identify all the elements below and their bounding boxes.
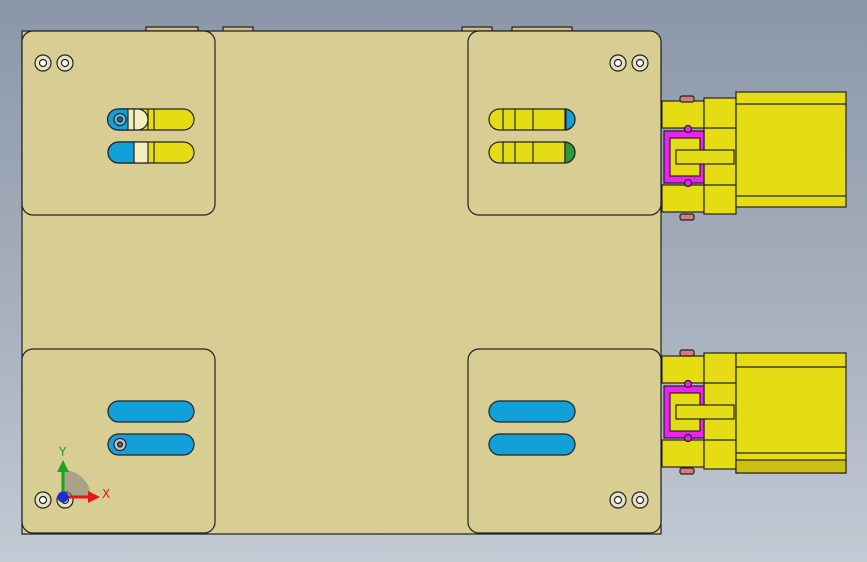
slot-pair-top-left[interactable] (106, 108, 195, 164)
x-axis-label: X (102, 487, 110, 501)
coordinate-triad: Y X (57, 445, 110, 503)
y-axis-label: Y (58, 445, 67, 459)
motor-assembly-top[interactable] (661, 91, 847, 221)
slot-pair-top-right[interactable] (488, 108, 576, 164)
motor-assembly-bottom[interactable] (661, 349, 847, 475)
mounting-holes (34, 54, 649, 509)
slot-pair-bottom-left[interactable] (107, 400, 195, 456)
slot-pair-bottom-right[interactable] (488, 400, 576, 456)
